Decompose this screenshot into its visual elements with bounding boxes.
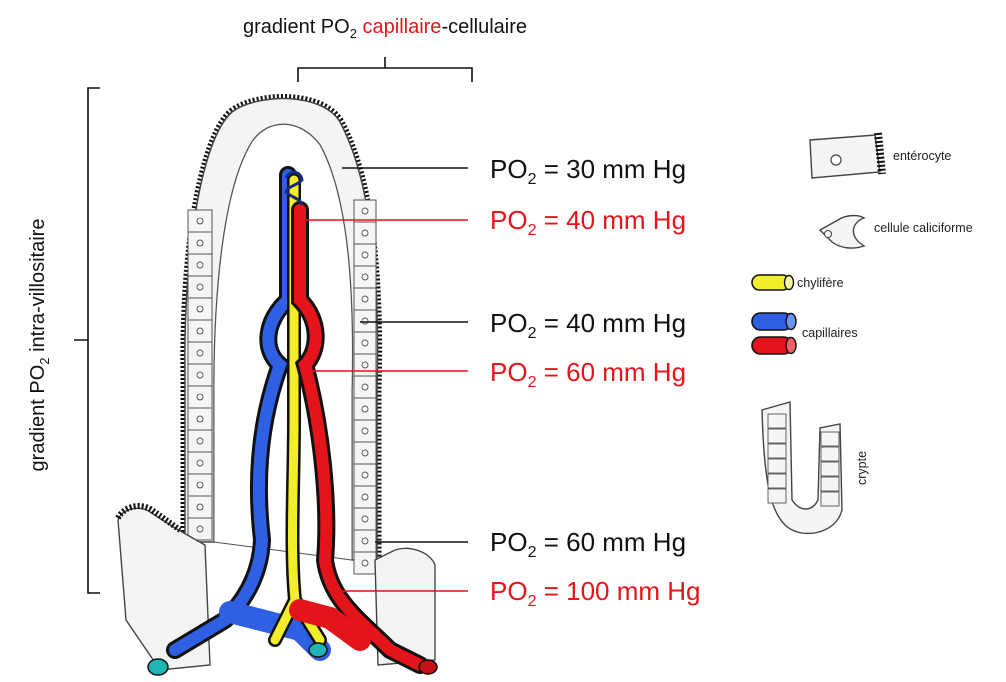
crypt-cell bbox=[768, 414, 786, 428]
cell-nucleus bbox=[362, 450, 368, 456]
cell-nucleus bbox=[197, 460, 203, 466]
legend-capillaries-label: capillaires bbox=[802, 326, 858, 340]
po2-label: PO2 = 40 mm Hg bbox=[490, 308, 686, 342]
capillary-blue-swatch-end bbox=[786, 314, 796, 330]
crypt-cell bbox=[821, 492, 839, 506]
cell-nucleus bbox=[197, 328, 203, 334]
cell-nucleus bbox=[362, 252, 368, 258]
title-highlight: capillaire bbox=[363, 16, 442, 38]
capillary-red-swatch-end bbox=[786, 338, 796, 354]
cell-nucleus bbox=[197, 526, 203, 532]
enterocyte-nucleus-icon bbox=[831, 155, 841, 165]
cell-nucleus bbox=[362, 384, 368, 390]
po2-label: PO2 = 60 mm Hg bbox=[490, 357, 686, 391]
cell-nucleus bbox=[362, 538, 368, 544]
legend-lacteal-label: chylifère bbox=[797, 276, 844, 290]
crypt-cell bbox=[768, 459, 786, 473]
cell-nucleus bbox=[362, 406, 368, 412]
po2-labels: PO2 = 30 mm Hg PO2 = 40 mm Hg PO2 = 40 m… bbox=[490, 154, 701, 610]
lacteal-swatch-end bbox=[785, 276, 794, 290]
cell-nucleus bbox=[197, 218, 203, 224]
side-label: gradient PO2 intra-villositaire bbox=[27, 219, 52, 472]
cell-nucleus bbox=[197, 504, 203, 510]
cell-nucleus bbox=[197, 416, 203, 422]
legend-enterocyte-label: entérocyte bbox=[893, 149, 951, 163]
title-part3: -cellulaire bbox=[441, 16, 527, 38]
crypt-cell bbox=[768, 444, 786, 458]
cell-nucleus bbox=[197, 372, 203, 378]
po2-label: PO2 = 30 mm Hg bbox=[490, 154, 686, 188]
cell-nucleus bbox=[197, 350, 203, 356]
cell-nucleus bbox=[197, 394, 203, 400]
crypt-cell bbox=[768, 489, 786, 503]
cell-nucleus bbox=[362, 274, 368, 280]
red-vessel-end bbox=[419, 660, 437, 674]
side-label-part2: intra-villositaire bbox=[27, 219, 49, 358]
crypt-cell bbox=[768, 474, 786, 488]
crypt-cell bbox=[821, 432, 839, 446]
legend-crypt-label: crypte bbox=[855, 451, 869, 485]
cell-nucleus bbox=[197, 482, 203, 488]
side-label-subscript: 2 bbox=[37, 357, 52, 364]
intra-villus-bracket bbox=[74, 88, 100, 593]
legend-enterocyte: entérocyte bbox=[810, 133, 951, 178]
cell-nucleus bbox=[362, 296, 368, 302]
legend: entérocyte cellule caliciforme chylifère… bbox=[752, 133, 973, 533]
cell-nucleus bbox=[197, 438, 203, 444]
cell-nucleus bbox=[362, 494, 368, 500]
po2-label: PO2 = 60 mm Hg bbox=[490, 527, 686, 561]
cell-nucleus bbox=[362, 208, 368, 214]
legend-capillaries: capillaires bbox=[752, 313, 858, 354]
legend-goblet-label: cellule caliciforme bbox=[874, 221, 973, 235]
cell-nucleus bbox=[197, 240, 203, 246]
po2-label: PO2 = 40 mm Hg bbox=[490, 205, 686, 239]
goblet-nucleus-icon bbox=[825, 231, 832, 238]
cell-nucleus bbox=[197, 306, 203, 312]
crypt-cell bbox=[768, 429, 786, 443]
cell-nucleus bbox=[197, 262, 203, 268]
legend-lacteal: chylifère bbox=[752, 275, 844, 290]
legend-crypt: crypte bbox=[762, 402, 869, 533]
cell-nucleus bbox=[362, 560, 368, 566]
cell-nucleus bbox=[362, 428, 368, 434]
cell-nucleus bbox=[362, 472, 368, 478]
cell-nucleus bbox=[362, 516, 368, 522]
teal-vessel-end-left bbox=[148, 659, 168, 675]
side-label-part1: gradient PO bbox=[27, 365, 49, 472]
diagram-title: gradient PO2 capillaire-cellulaire bbox=[243, 16, 527, 41]
legend-goblet: cellule caliciforme bbox=[820, 216, 973, 249]
cell-nucleus bbox=[362, 340, 368, 346]
cell-nucleus bbox=[362, 318, 368, 324]
po2-label: PO2 = 100 mm Hg bbox=[490, 576, 701, 610]
crypt-cell bbox=[821, 462, 839, 476]
crypt-cell bbox=[821, 477, 839, 491]
title-part1: gradient PO bbox=[243, 16, 350, 38]
cell-nucleus bbox=[197, 284, 203, 290]
enterocyte-icon bbox=[810, 135, 880, 178]
title-subscript: 2 bbox=[350, 26, 357, 41]
crypt-cell bbox=[821, 447, 839, 461]
capillary-cell-bracket bbox=[298, 57, 472, 82]
cell-nucleus bbox=[362, 230, 368, 236]
cell-nucleus bbox=[362, 362, 368, 368]
teal-vessel-end-center bbox=[309, 643, 327, 657]
